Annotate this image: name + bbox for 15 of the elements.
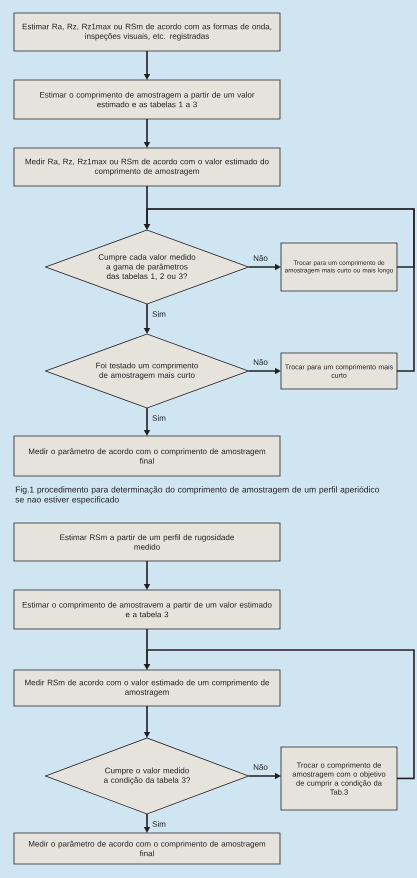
edge-label: Não [254, 255, 268, 261]
process-box: Medir Ra, Rz, Rz1max ou RSm de acordo com o valor estimado do comprimento de amostragem [14, 148, 280, 186]
process-box: Medir RSm de acordo com o valor estimado de um comprimento de amostragem [14, 670, 280, 706]
process-box: Estimar Ra, Rz, Rz1max ou RSm de acordo com as formas de onda, inspeções visuais, etc. registradas [14, 12, 280, 52]
process-box: Estimar RSm a partir de um perfil de rugosidade medido [14, 522, 280, 562]
edge-label: Não [254, 359, 268, 365]
process-box: Medir o parâmetro de acordo com o comprimento de amostragem final [14, 436, 280, 476]
process-box: Estimar o comprimento de amostragem a partir de um valor estimado e as tabelas 1 a 3 [14, 80, 280, 120]
figure-caption: Fig.1 procedimento para determinação do comprimento de amostragem de um perfil aperiódico se nao estiver especificado [15, 486, 380, 504]
process-box: Estimar o comprimento de amostravem a partir de um valor estimado e a tabela 3 [14, 590, 280, 630]
edge-label: Não [254, 764, 268, 770]
edge-label: Sim [152, 415, 166, 421]
process-box: Medir o parâmetro de acordo com o comprimento de amostragem final [14, 832, 280, 864]
edge-label: Sim [152, 821, 166, 827]
edge-label: Sim [152, 311, 166, 317]
